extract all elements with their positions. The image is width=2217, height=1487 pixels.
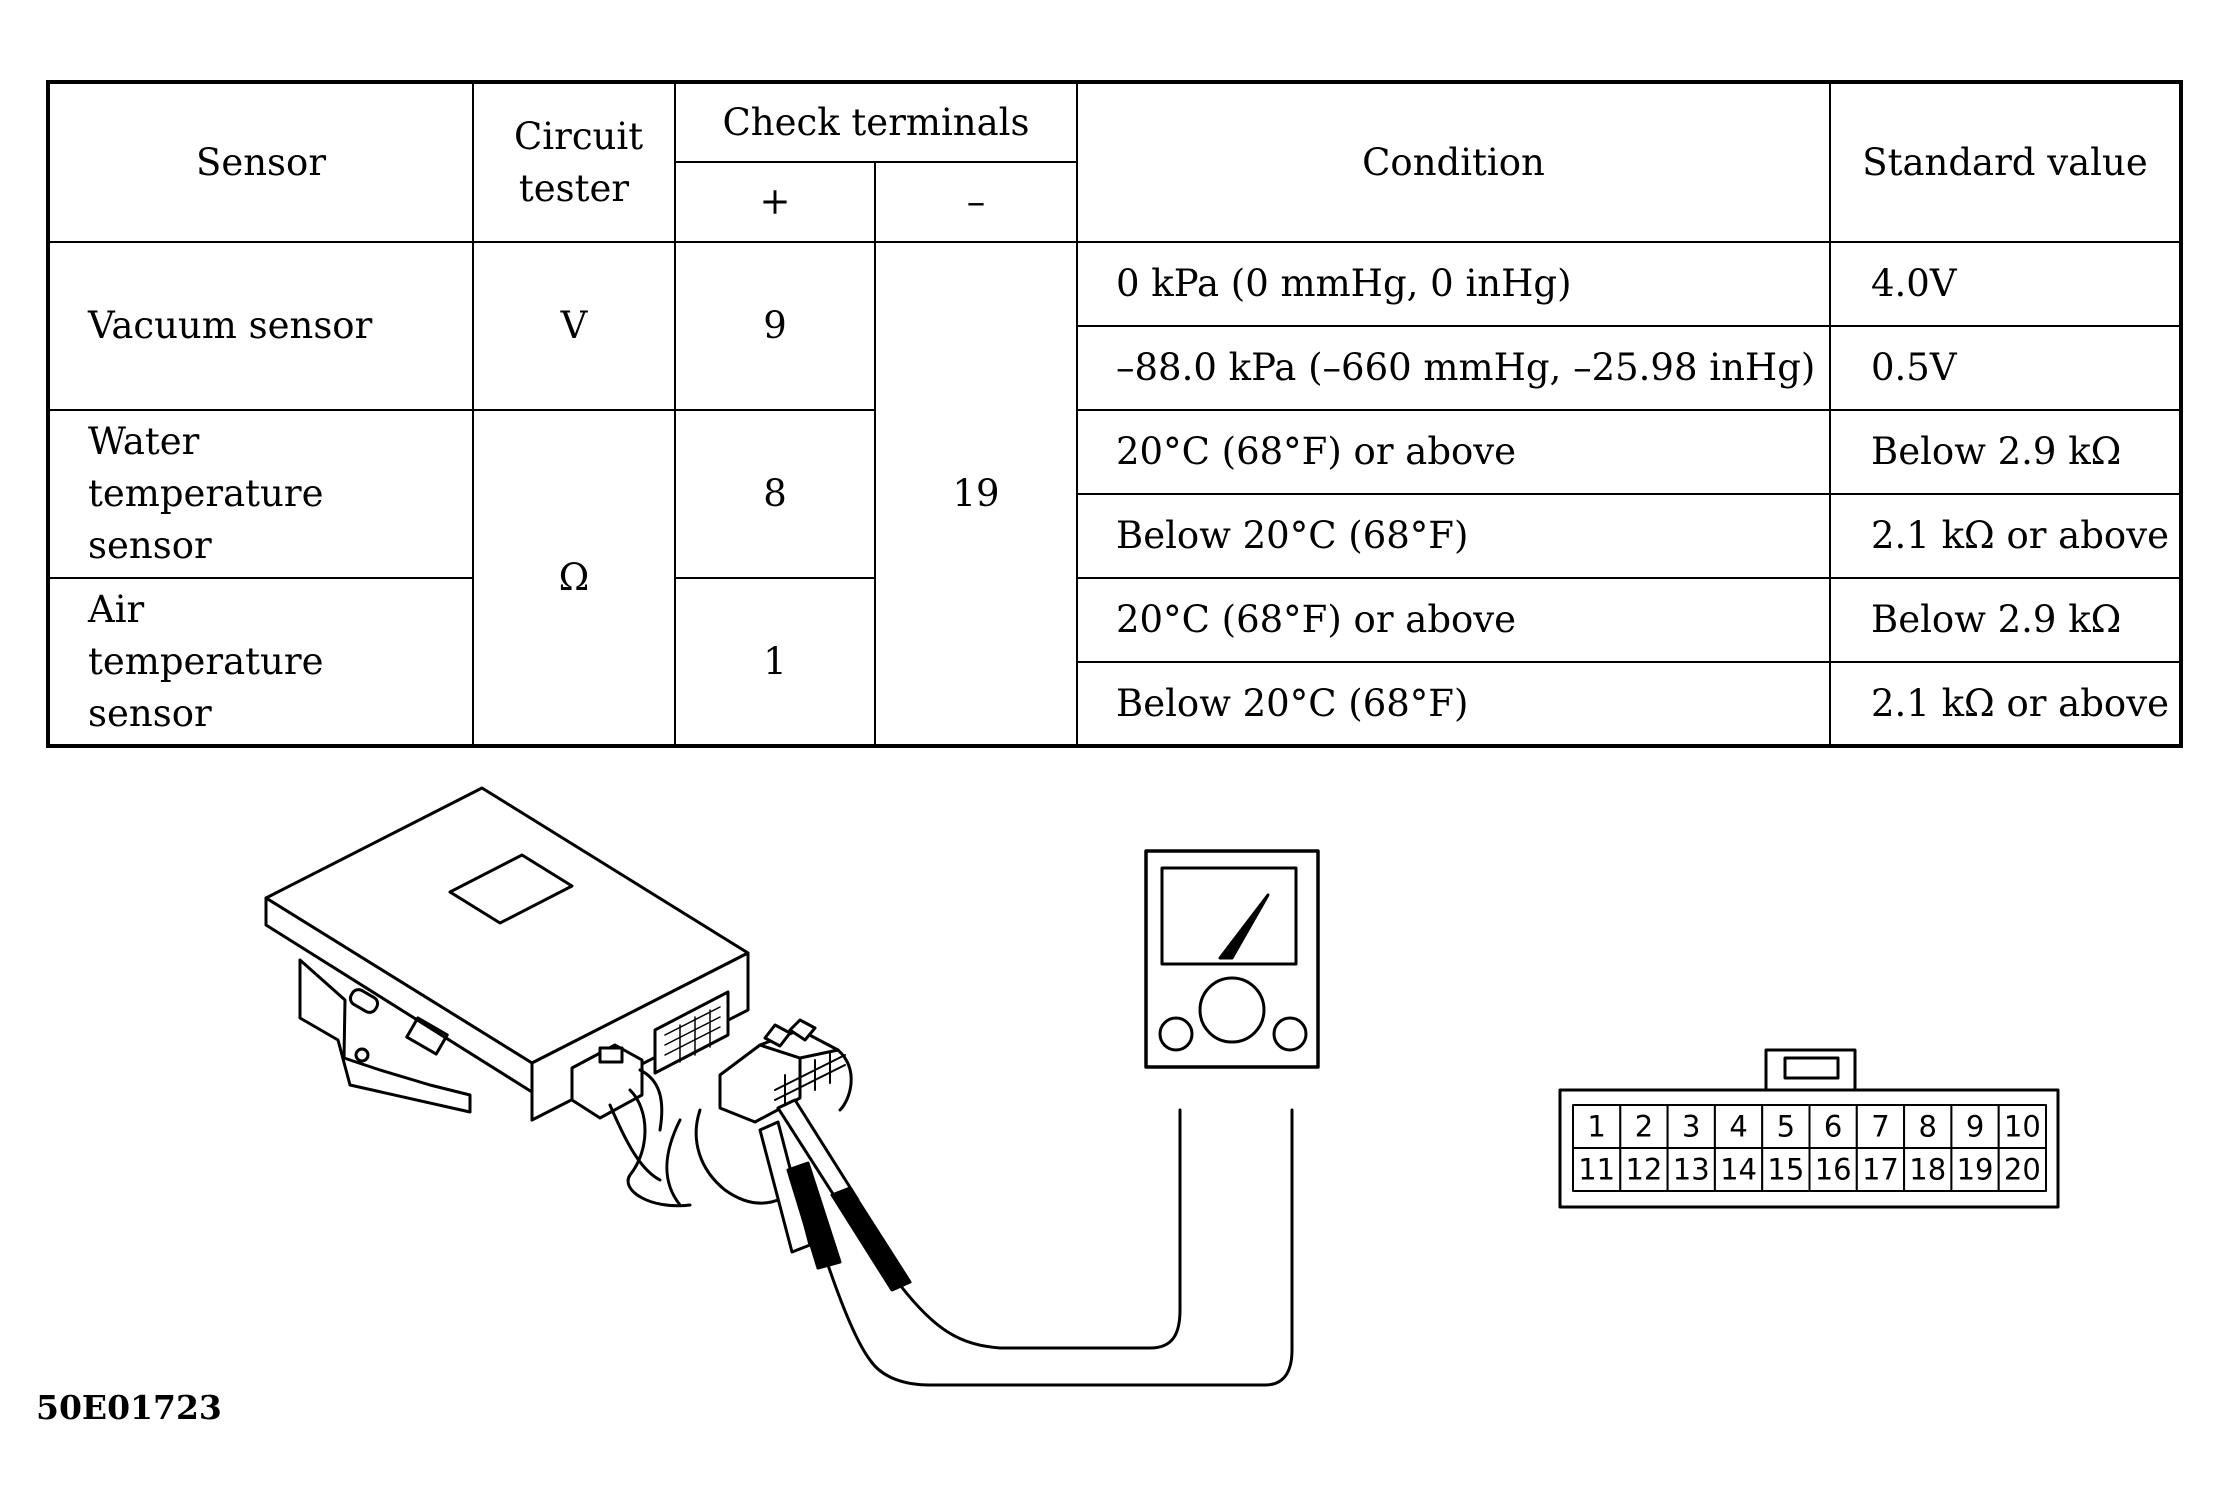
connector-pin-number: 2 [1635, 1110, 1653, 1144]
connector-pin-cell [1619, 1147, 1669, 1192]
connector-pin-number: 7 [1871, 1110, 1889, 1144]
plus-terminal-vacuum: 9 [674, 241, 876, 411]
plus-terminal-air: 1 [674, 577, 876, 747]
connector-pin-cell [1950, 1147, 2000, 1192]
connector-pin-number: 12 [1625, 1153, 1662, 1187]
tester-ohm: Ω [472, 409, 676, 747]
connector-pin-cell [1997, 1104, 2047, 1149]
sensor-vacuum: Vacuum sensor [47, 241, 474, 411]
header-minus-terminal: – [874, 161, 1078, 243]
ecu-unit [264, 786, 750, 1122]
header-sensor: Sensor [47, 81, 474, 243]
sensor-air-temperature: Air temperature sensor [47, 577, 474, 747]
connector-pin-cell [1855, 1104, 1906, 1149]
connector-pin-number: 1 [1587, 1110, 1605, 1144]
connector-pin-number: 19 [1957, 1153, 1994, 1187]
meter-jack-right [1272, 1016, 1308, 1052]
tester-vacuum: V [472, 241, 676, 411]
connector-pin-cell [1997, 1147, 2047, 1192]
mounting-bracket [298, 958, 472, 1114]
condition-cell: 0 kPa (0 mmHg, 0 inHg) [1076, 241, 1831, 327]
connector-pin-cell [1619, 1104, 1669, 1149]
standard-value-cell: 4.0V [1829, 241, 2182, 327]
header-condition: Condition [1076, 81, 1831, 243]
condition-cell: 20°C (68°F) or above [1076, 577, 1831, 663]
header-standard-value: Standard value [1829, 81, 2182, 243]
standard-value-cell: Below 2.9 kΩ [1829, 577, 2182, 663]
standard-value-cell: 2.1 kΩ or above [1829, 661, 2182, 747]
connector-pin-number: 14 [1720, 1153, 1757, 1187]
sensor-spec-table: Sensor Circuit tester Check terminals Co… [46, 80, 2183, 748]
meter-needle [1218, 893, 1270, 960]
connector-pin-cell [1572, 1104, 1622, 1149]
connector-pin-number: 6 [1824, 1110, 1842, 1144]
connector-pin-number: 11 [1578, 1153, 1615, 1187]
connector-pin-number: 13 [1673, 1153, 1710, 1187]
standard-value-cell: 0.5V [1829, 325, 2182, 411]
connector-pin-number: 10 [2004, 1110, 2041, 1144]
connector-pin-number: 5 [1777, 1110, 1795, 1144]
connector-pin-number: 3 [1682, 1110, 1700, 1144]
connector-pin-cell [1855, 1147, 1906, 1192]
meter-jack-left [1158, 1016, 1194, 1052]
ecu-label-plate [448, 853, 574, 925]
plus-terminal-water: 8 [674, 409, 876, 579]
condition-cell: 20°C (68°F) or above [1076, 409, 1831, 495]
ecu-harness-plug [570, 1043, 692, 1208]
figure-code: 50E01723 [36, 1388, 222, 1427]
connector-pin-number: 9 [1966, 1110, 1984, 1144]
sensor-water-temperature: Water temperature sensor [47, 409, 474, 579]
standard-value-cell: Below 2.9 kΩ [1829, 409, 2182, 495]
connector-pin-cell [1572, 1147, 1622, 1192]
header-plus-terminal: + [674, 161, 876, 243]
minus-terminal-common: 19 [874, 241, 1078, 747]
standard-value-cell: 2.1 kΩ or above [1829, 493, 2182, 579]
connector-pin-cell [1950, 1104, 2000, 1149]
condition-cell: Below 20°C (68°F) [1076, 661, 1831, 747]
connector-pin-number: 15 [1767, 1153, 1804, 1187]
connector-pin-number: 20 [2004, 1153, 2041, 1187]
connector-pin-number: 17 [1862, 1153, 1899, 1187]
connector-pin-number: 16 [1815, 1153, 1852, 1187]
condition-cell: –88.0 kPa (–660 mmHg, –25.98 inHg) [1076, 325, 1831, 411]
connector-pin-cell [1713, 1104, 1764, 1149]
tester-probes [758, 1098, 1294, 1387]
connector-pin-cell [1666, 1104, 1716, 1149]
connector-pin-cell [1761, 1147, 1811, 1192]
connector-pin-cell [1761, 1104, 1811, 1149]
header-circuit-tester: Circuit tester [472, 81, 676, 243]
condition-cell: Below 20°C (68°F) [1076, 493, 1831, 579]
connector-pin-number: 18 [1909, 1153, 1946, 1187]
connector-pin-number: 4 [1729, 1110, 1747, 1144]
harness-connector [665, 1018, 853, 1207]
circuit-tester-meter [1144, 849, 1320, 1069]
connector-pin-cell [1808, 1147, 1858, 1192]
header-check-terminals: Check terminals [674, 81, 1078, 163]
connector-pin-number: 8 [1919, 1110, 1937, 1144]
